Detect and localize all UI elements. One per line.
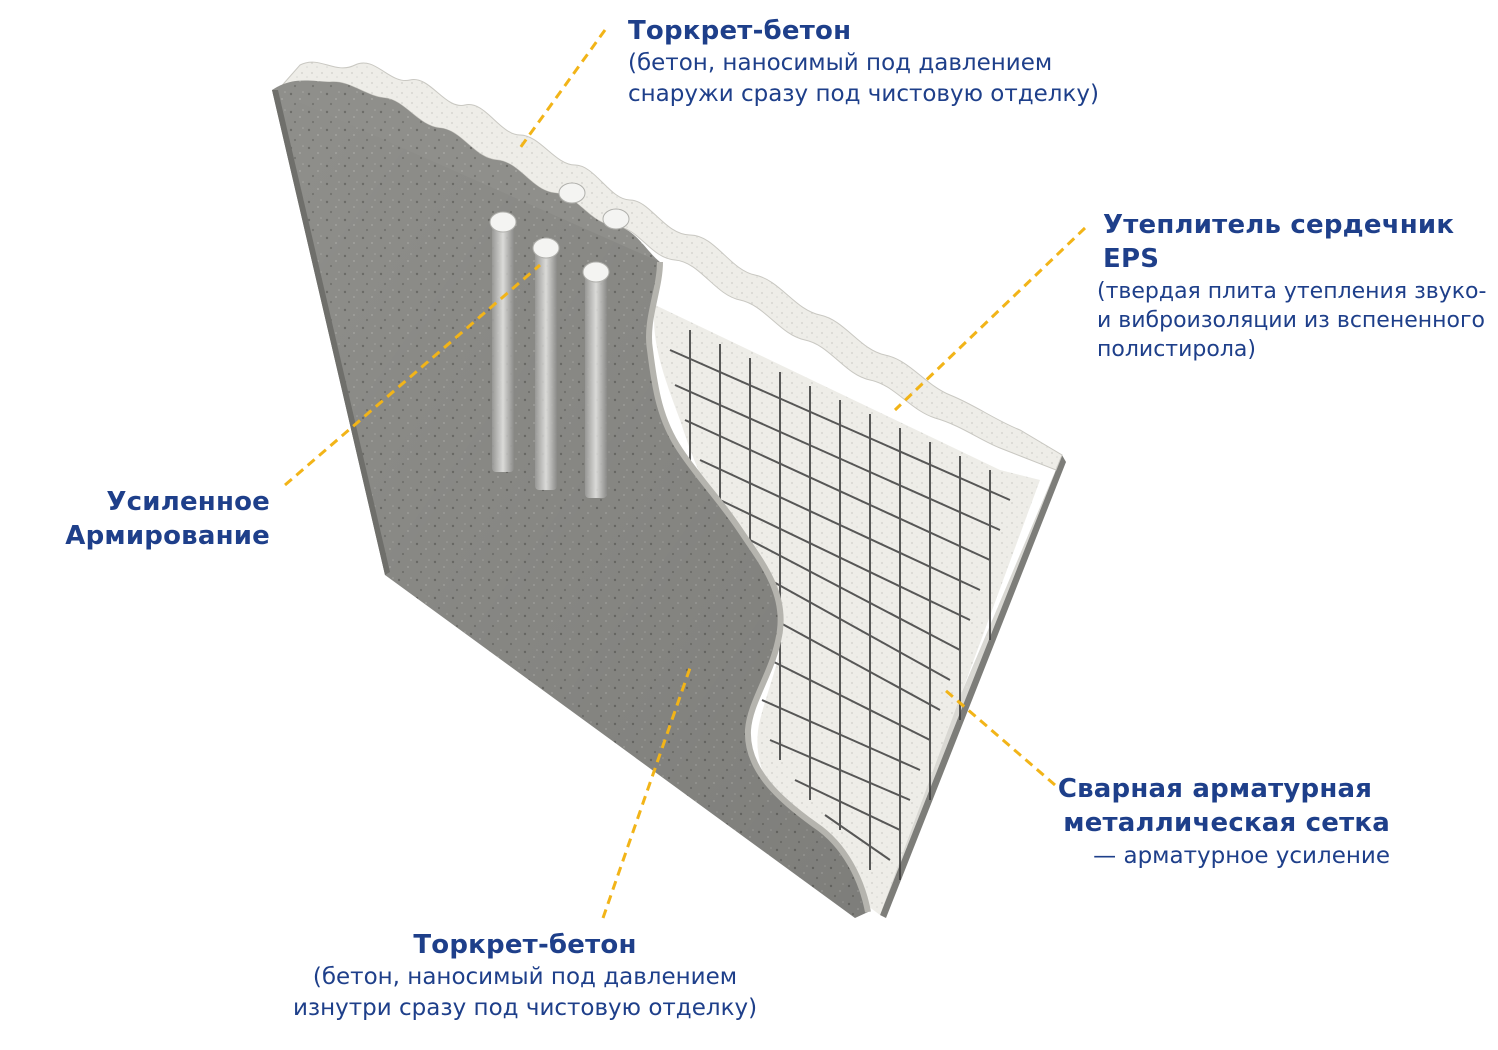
label-reinforcement: Усиленное Армирование — [30, 485, 270, 554]
label-top-line-2: снаружи сразу под чистовую отделку) — [628, 80, 1099, 107]
torn-edge — [646, 261, 871, 913]
front-shadow — [272, 90, 868, 918]
label-top-title: Торкрет-бетон — [628, 16, 852, 46]
label-mesh-line-2: металлическая сетка — [1063, 808, 1390, 839]
reinforcement-rods — [489, 182, 630, 498]
leader-line-mesh — [944, 688, 1056, 787]
label-eps-line-2: и виброизоляции из вспененного — [1097, 307, 1485, 333]
label-reinforcement-line-1: Усиленное — [106, 487, 270, 517]
label-top-line-1: (бетон, наносимый под давлением — [628, 50, 1053, 77]
label-mesh-line-1: Сварная арматурная — [1057, 774, 1373, 804]
leader-line-top — [518, 29, 607, 149]
label-eps-title: Утеплитель сердечник EPS — [1103, 210, 1455, 275]
label-eps-line-1: (твердая плита утепления звуко- — [1097, 278, 1487, 304]
label-eps-core: Утеплитель сердечник EPS (твердая плита … — [1097, 208, 1492, 364]
label-bottom-line-2: изнутри сразу под чистовую отделку) — [292, 994, 758, 1021]
label-mesh-sub: — арматурное усиление — [1093, 842, 1390, 869]
label-top-shotcrete: Торкрет-бетон (бетон, наносимый под давл… — [628, 14, 1099, 109]
label-bottom-line-1: (бетон, наносимый под давлением — [312, 964, 738, 991]
label-reinforcement-line-2: Армирование — [65, 521, 270, 552]
panel-side-concrete-back — [880, 455, 1066, 918]
panel-left-edge — [272, 90, 390, 575]
label-bottom-shotcrete: Торкрет-бетон (бетон, наносимый под давл… — [265, 928, 785, 1023]
label-eps-line-3: полистирола) — [1097, 336, 1256, 362]
leader-line-reinforcement — [284, 263, 541, 487]
label-welded-mesh: Сварная арматурная металлическая сетка —… — [1040, 772, 1390, 871]
label-bottom-title: Торкрет-бетон — [413, 930, 637, 960]
welded-mesh-grid — [669, 330, 1011, 880]
